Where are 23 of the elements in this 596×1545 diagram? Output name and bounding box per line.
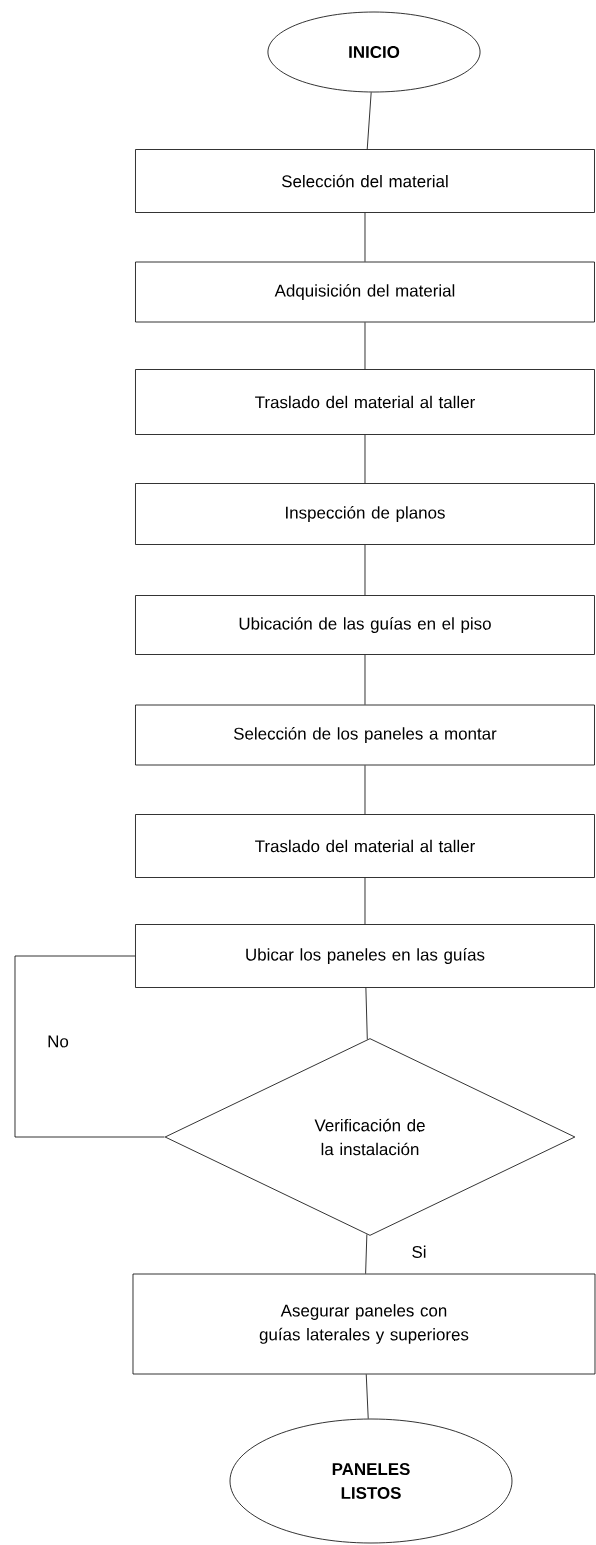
process-box: Traslado del material al taller [135,369,595,435]
process-box: Ubicar los paneles en las guías [135,924,595,988]
connector-line [365,1374,369,1419]
connector-line [366,92,372,150]
connector-line [364,212,366,262]
connector-line [364,322,366,370]
connector-line [364,434,366,484]
connector-line [14,955,165,1138]
connector-line [364,765,366,815]
process-box: Selección del material [135,149,595,213]
process-box: Adquisición del material [135,261,595,323]
edge-label: No [46,1034,70,1049]
process-box: Selección de los paneles a montar [135,704,595,766]
process-box: Asegurar paneles con guías laterales y superiores [132,1273,596,1375]
connector-line [364,877,366,925]
connector-line [364,654,366,705]
process-box: Ubicación de las guías en el piso [135,595,595,655]
connector-line [365,1234,368,1274]
edge-label: Si [410,1244,428,1259]
connector-line [365,987,368,1040]
connector-line [364,544,366,596]
process-box: Inspección de planos [135,483,595,545]
process-box: Traslado del material al taller [135,814,595,878]
